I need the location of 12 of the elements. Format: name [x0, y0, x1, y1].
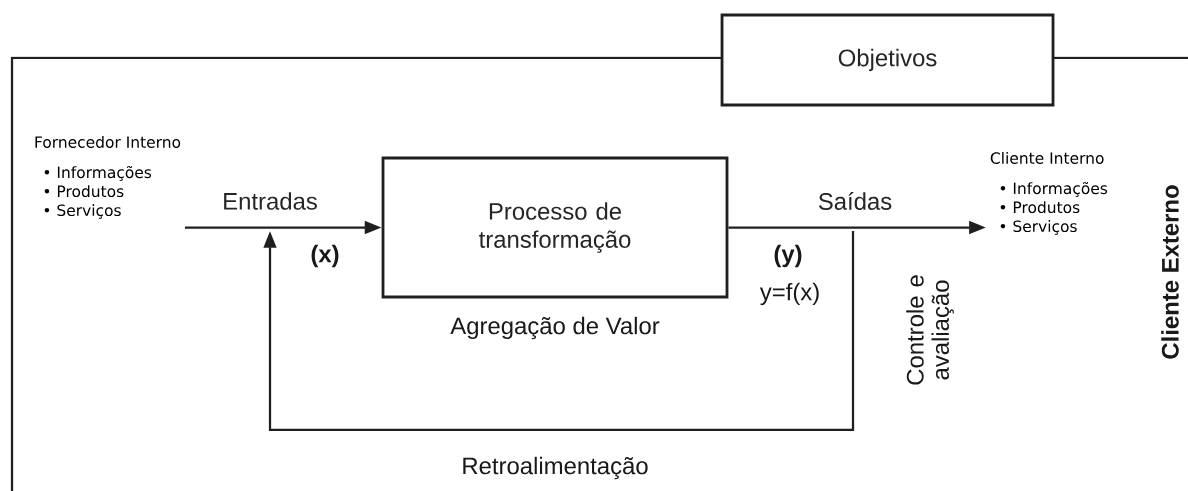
variable-label: (y) [774, 244, 802, 268]
external-client-label: Cliente Externo [1161, 185, 1179, 359]
variable-label: (x) [311, 244, 339, 268]
objective-box: Objetivos [720, 13, 1055, 107]
edge-label: Entradas [224, 192, 317, 210]
process-box: Processo de transformação [381, 156, 729, 299]
edge-label: Saídas [818, 192, 892, 210]
bullet-list: Cliente Interno • Informações • Produtos • Serviços [990, 151, 1108, 235]
formula-label: y=f(x) [759, 282, 819, 306]
bullet-list: Fornecedor Interno • Informações • Produtos • Serviços [35, 135, 181, 219]
feedback-label: Retroalimentação [463, 456, 648, 480]
control-label: Controle e avaliação [906, 275, 954, 385]
